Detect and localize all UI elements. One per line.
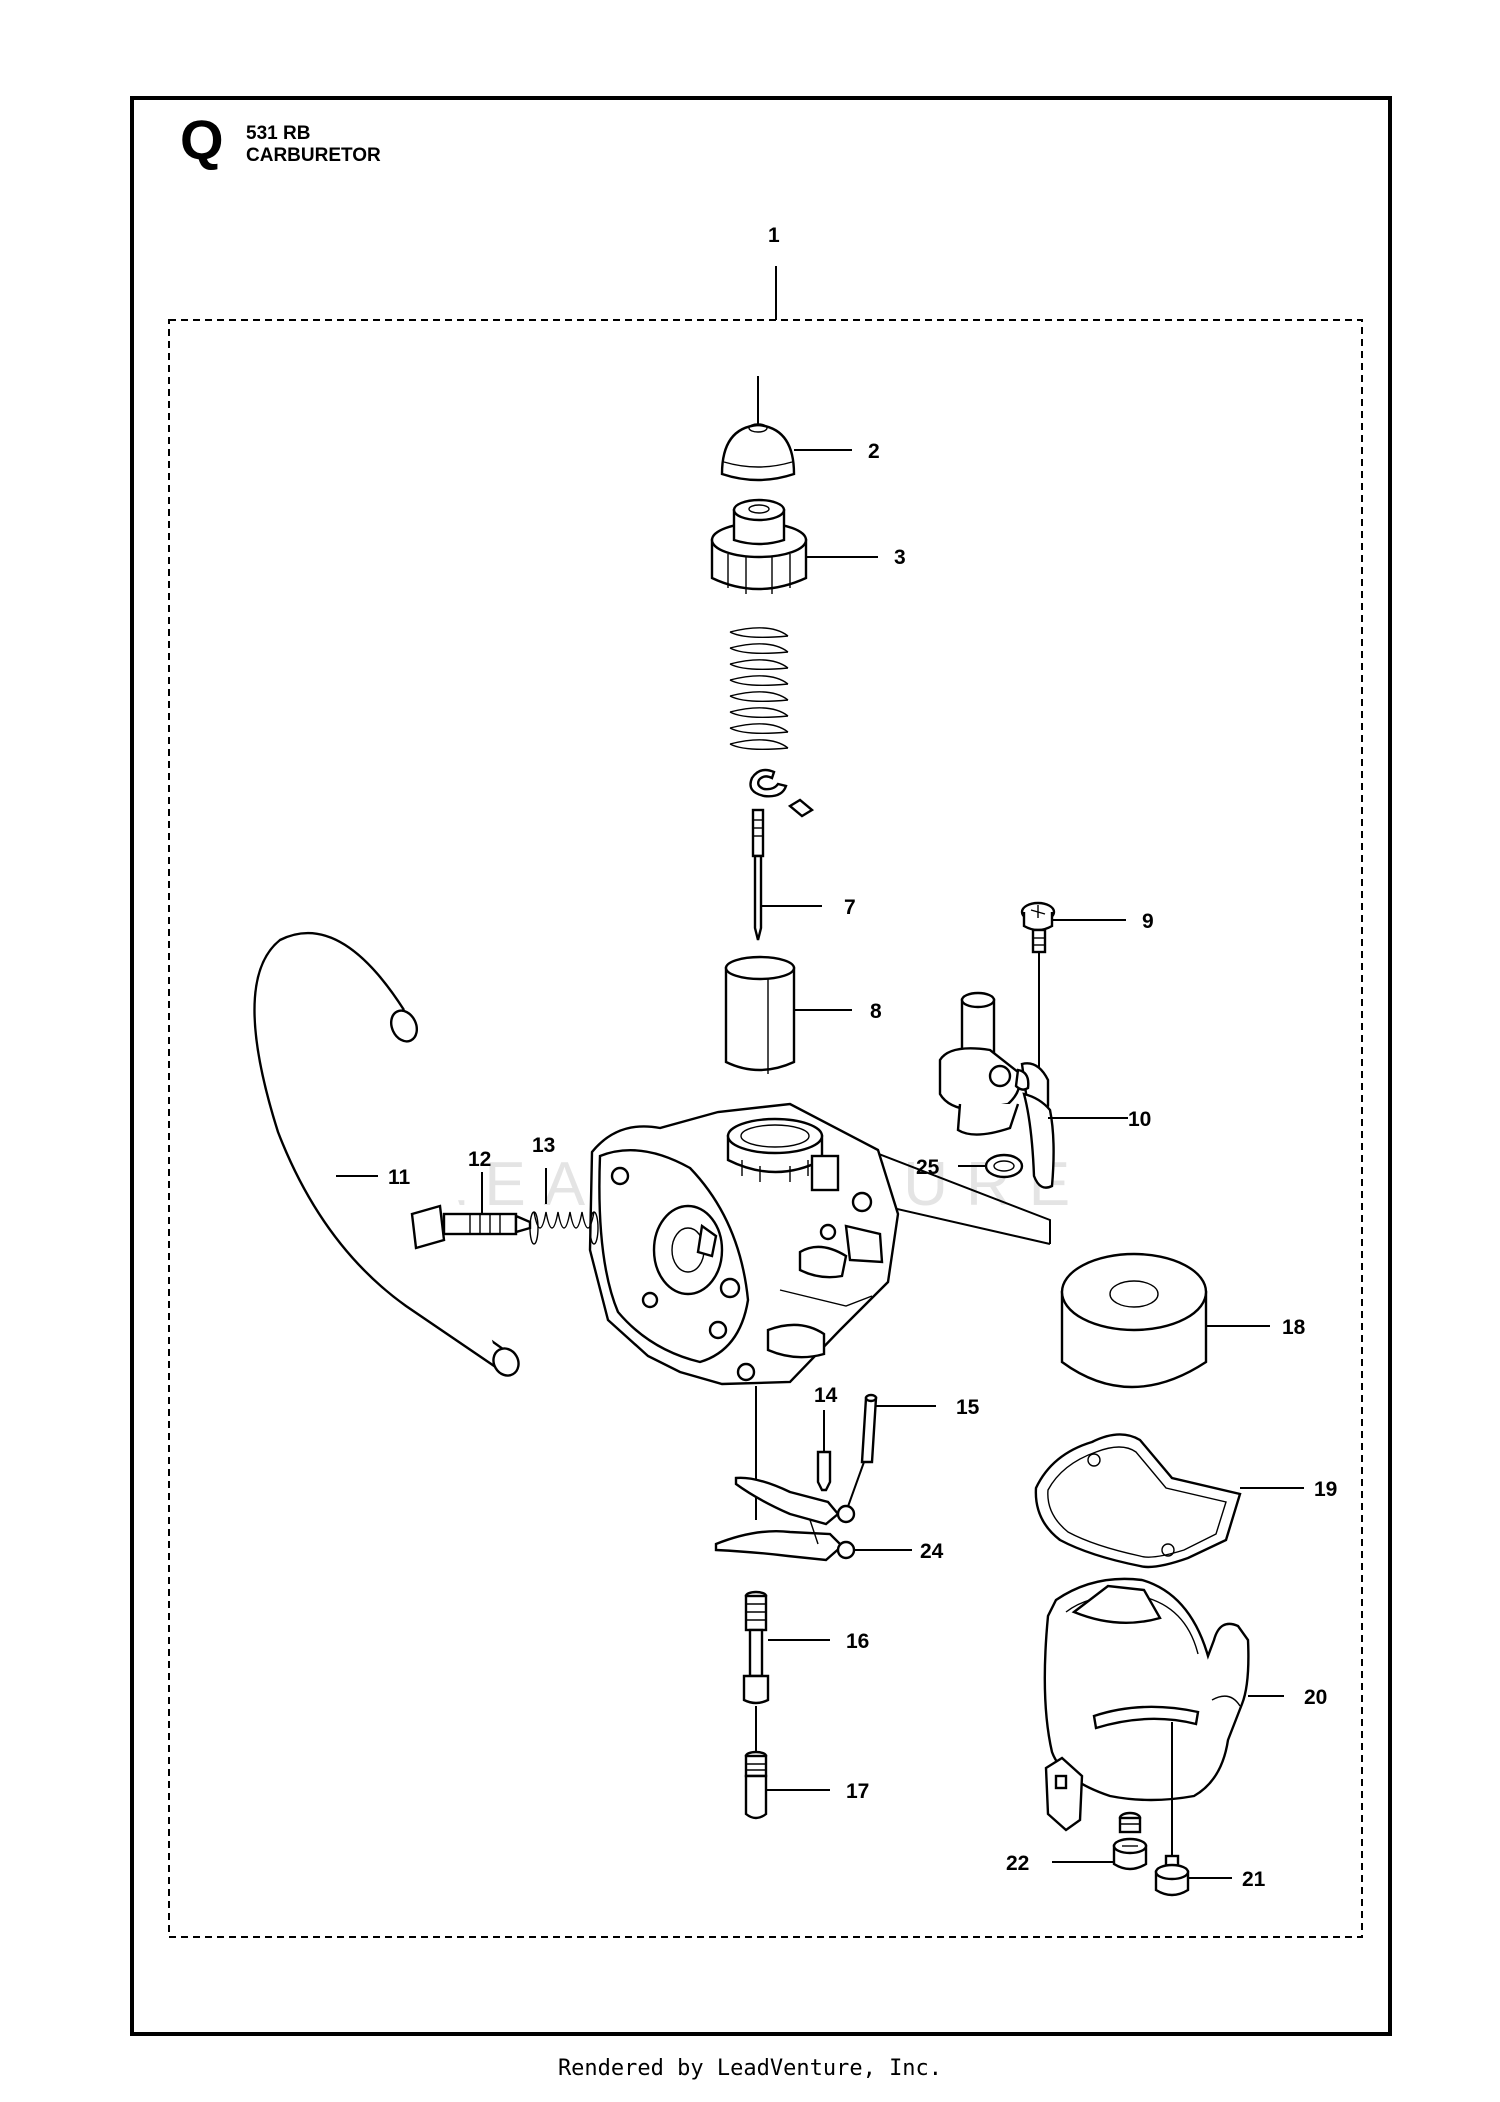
carburetor-body[interactable]	[588, 1102, 900, 1386]
callout-16: 16	[846, 1630, 869, 1653]
part-22-screw[interactable]	[1112, 1811, 1148, 1871]
part-19-gasket[interactable]	[1034, 1433, 1242, 1569]
callout-19: 19	[1314, 1478, 1337, 1501]
callout-2: 2	[868, 440, 880, 463]
model-title: 531 RB	[246, 123, 311, 144]
e-clip[interactable]	[749, 768, 788, 798]
part-18-filter[interactable]	[1060, 1252, 1208, 1389]
diagram-title: CARBURETOR	[246, 145, 381, 166]
part-14-screw[interactable]	[816, 1410, 832, 1492]
assembly-line-lever	[857, 1145, 1051, 1244]
part-8-throttle-slide[interactable]	[724, 955, 796, 1074]
section-letter: Q	[180, 108, 224, 171]
part-11-fuel-hose[interactable]	[253, 931, 523, 1380]
callout-12: 12	[468, 1148, 491, 1171]
part-13-idle-spring[interactable]	[529, 1211, 599, 1245]
callout-1: 1	[768, 224, 780, 247]
small-pin[interactable]	[787, 798, 815, 818]
callout-labels: 1 2 3 7 8 9 10 11 12 13 14 15 16 17 18 1…	[388, 224, 1337, 1891]
part-21-screw[interactable]	[1154, 1722, 1190, 1897]
callout-20: 20	[1304, 1686, 1327, 1709]
callout-11: 11	[388, 1166, 411, 1189]
part-2-cap[interactable]	[720, 376, 796, 482]
callout-15: 15	[956, 1396, 980, 1419]
part-16-jet[interactable]	[742, 1590, 770, 1705]
part-3-nut[interactable]	[710, 498, 808, 594]
footer-credit: Rendered by LeadVenture, Inc.	[557, 2056, 943, 2081]
callout-22: 22	[1006, 1852, 1029, 1875]
callout-18: 18	[1282, 1316, 1306, 1339]
callout-3: 3	[894, 546, 906, 569]
part-17-nozzle[interactable]	[744, 1750, 768, 1820]
part-20-filter-housing[interactable]	[1043, 1577, 1250, 1832]
callout-21: 21	[1242, 1868, 1266, 1891]
callout-13: 13	[532, 1134, 555, 1157]
diagram-frame	[130, 96, 1392, 2036]
part-9-screw[interactable]	[1020, 901, 1056, 954]
callout-9: 9	[1142, 910, 1154, 933]
callout-25: 25	[916, 1156, 940, 1179]
part-10-choke-lever[interactable]	[938, 991, 1055, 1189]
part-24-levers[interactable]	[714, 1476, 856, 1562]
part-12-idle-screw[interactable]	[410, 1204, 532, 1250]
callout-10: 10	[1128, 1108, 1151, 1131]
part-25-washer[interactable]	[984, 1153, 1024, 1179]
part-7-needle[interactable]	[751, 808, 765, 941]
callout-8: 8	[870, 1000, 882, 1023]
callout-17: 17	[846, 1780, 869, 1803]
callout-7: 7	[844, 896, 856, 919]
callout-24: 24	[920, 1540, 944, 1563]
part-15-pin[interactable]	[845, 1393, 878, 1513]
spring[interactable]	[729, 627, 789, 751]
callout-14: 14	[814, 1384, 838, 1407]
